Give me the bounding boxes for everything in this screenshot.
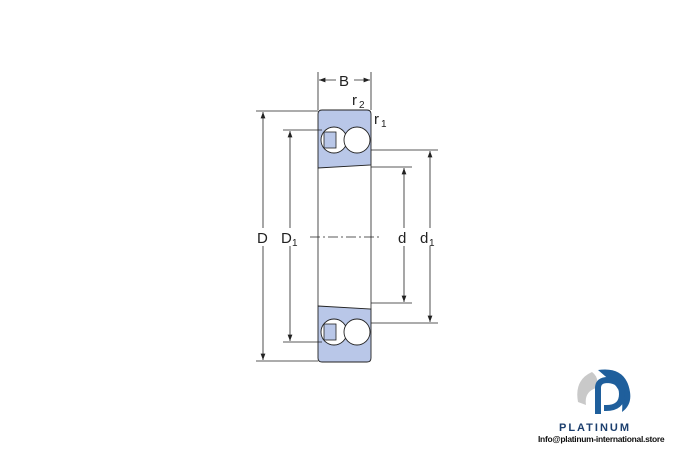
brand-name: PLATINUM <box>558 422 631 434</box>
label-r2-sub: 2 <box>359 100 365 111</box>
label-d1: d <box>420 230 428 247</box>
label-D: D <box>257 230 268 247</box>
label-d: d <box>398 230 406 247</box>
contact-email[interactable]: Info@platinum-international.store <box>538 434 665 444</box>
label-r2: r <box>352 92 357 109</box>
label-d1-sub: 1 <box>429 238 435 249</box>
label-r1: r <box>374 111 379 128</box>
label-B: B <box>339 73 349 90</box>
label-D1-sub: 1 <box>292 238 298 249</box>
bearing-lower-section <box>317 305 372 363</box>
platinum-logo-icon <box>577 369 631 414</box>
label-r1-sub: 1 <box>381 119 387 130</box>
label-D1: D <box>281 230 292 247</box>
bearing-upper-section <box>317 109 372 169</box>
